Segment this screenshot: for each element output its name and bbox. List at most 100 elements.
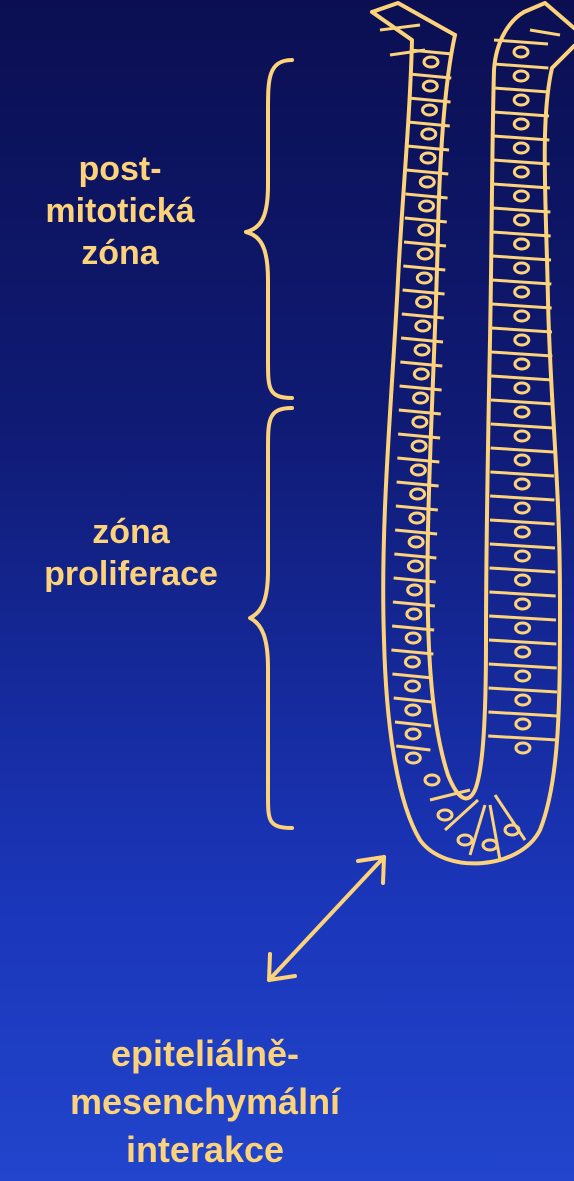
cell-nucleus: [515, 479, 529, 489]
cell-nucleus: [419, 225, 433, 235]
cell-wall: [489, 592, 555, 596]
cell-nucleus: [515, 335, 529, 345]
cell-wall: [491, 352, 552, 356]
cell-nucleus: [515, 527, 529, 537]
cell-nucleus: [516, 671, 530, 681]
interaction-line: epiteliálně-: [40, 1030, 370, 1078]
cell-nucleus: [514, 71, 528, 81]
cell-wall: [398, 434, 440, 438]
cell-nucleus: [515, 311, 529, 321]
cell-nucleus: [515, 551, 529, 561]
interaction-line: interakce: [40, 1126, 370, 1174]
base-cell-nucleus: [458, 835, 472, 845]
top-cell-wall: [390, 50, 425, 55]
cell-nucleus: [516, 599, 530, 609]
cell-nucleus: [516, 743, 530, 753]
cell-nucleus: [422, 129, 436, 139]
cell-nucleus: [413, 417, 427, 427]
base-cell-wall: [495, 795, 525, 840]
cell-nucleus: [411, 465, 425, 475]
cell-wall: [396, 746, 430, 750]
cell-wall: [489, 688, 557, 692]
cell-wall: [397, 482, 439, 486]
base-cell-nucleus: [438, 810, 452, 820]
cell-nucleus: [418, 249, 432, 259]
cell-nucleus: [423, 81, 437, 91]
cell-wall: [405, 218, 447, 222]
cell-wall: [490, 472, 554, 476]
interaction-line: mesenchymální: [40, 1078, 370, 1126]
cell-nucleus: [408, 561, 422, 571]
cell-wall: [489, 616, 556, 620]
cell-wall: [404, 242, 446, 246]
cell-wall: [394, 554, 436, 558]
cell-wall: [492, 232, 550, 236]
interaction-arrow: [269, 857, 384, 980]
cell-nucleus: [516, 719, 530, 729]
cell-wall: [491, 424, 554, 428]
cell-wall: [488, 736, 557, 740]
cell-wall: [490, 496, 554, 500]
cell-wall: [489, 640, 556, 644]
cell-nucleus: [421, 153, 435, 163]
cell-wall: [395, 530, 437, 534]
proliferation-zone-label: zóna proliferace: [0, 511, 262, 595]
cell-nucleus: [409, 537, 423, 547]
cell-nucleus: [423, 105, 437, 115]
cell-nucleus: [412, 441, 426, 451]
cell-nucleus: [420, 177, 434, 187]
cell-wall: [489, 664, 557, 668]
proliferation-zone-line: proliferace: [0, 553, 262, 595]
cell-nucleus: [410, 513, 424, 523]
cell-nucleus: [516, 695, 530, 705]
brace-postmitotic: [246, 60, 292, 398]
cell-nucleus: [411, 489, 425, 499]
cell-wall: [492, 304, 552, 308]
postmitotic-zone-line: mitotická: [10, 190, 230, 232]
cell-nucleus: [515, 575, 529, 585]
cell-nucleus: [414, 369, 428, 379]
cell-nucleus: [405, 657, 419, 667]
cell-wall: [493, 112, 549, 116]
base-cell-nucleus: [425, 775, 439, 785]
cell-nucleus: [514, 167, 528, 177]
cell-nucleus: [406, 753, 420, 763]
cell-nucleus: [515, 503, 529, 513]
cell-wall: [492, 280, 551, 284]
cell-wall: [402, 314, 444, 318]
cell-nucleus: [407, 609, 421, 619]
cell-nucleus: [516, 647, 530, 657]
cell-nucleus: [406, 681, 420, 691]
cell-wall: [392, 674, 432, 678]
cell-wall: [394, 698, 432, 702]
cell-nucleus: [515, 383, 529, 393]
cell-wall: [494, 40, 548, 44]
cell-nucleus: [516, 623, 530, 633]
cell-nucleus: [420, 201, 434, 211]
cell-wall: [494, 64, 549, 68]
cell-nucleus: [514, 95, 528, 105]
cell-wall: [490, 568, 556, 572]
cell-wall: [494, 88, 549, 92]
cell-wall: [492, 328, 552, 332]
postmitotic-zone-label: post- mitotická zóna: [10, 148, 230, 274]
cell-wall: [395, 722, 431, 726]
cell-nucleus: [514, 191, 528, 201]
cell-wall: [493, 184, 550, 188]
cell-nucleus: [408, 585, 422, 595]
cell-nucleus: [406, 729, 420, 739]
cell-nucleus: [514, 47, 528, 57]
cell-nucleus: [414, 393, 428, 403]
base-cell-nucleus: [483, 840, 497, 850]
cell-nucleus: [514, 119, 528, 129]
cell-nucleus: [515, 239, 529, 249]
cell-wall: [396, 506, 438, 510]
cell-nucleus: [514, 215, 528, 225]
cell-nucleus: [515, 287, 529, 297]
base-cell-wall: [490, 805, 500, 860]
cell-wall: [406, 194, 448, 198]
cell-nucleus: [515, 431, 529, 441]
cell-wall: [492, 256, 551, 260]
cell-wall: [399, 410, 441, 414]
